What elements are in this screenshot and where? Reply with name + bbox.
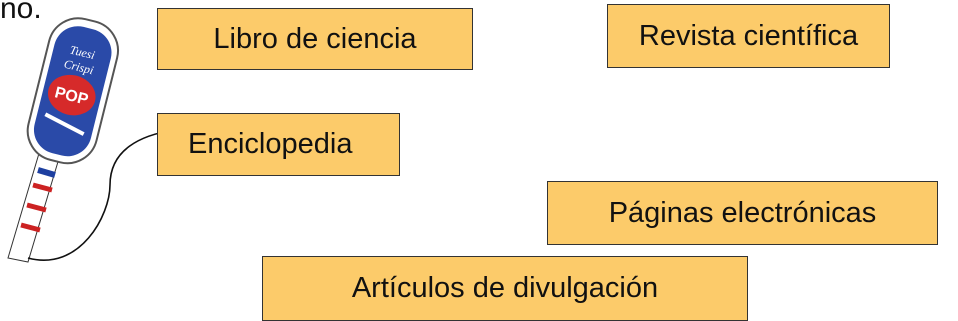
lollipop-illustration: POP Tuesi Crispi: [7, 17, 119, 263]
box-enciclopedia: Enciclopedia: [157, 113, 400, 176]
box-libro-de-ciencia: Libro de ciencia: [157, 8, 473, 70]
curved-arrow: [27, 129, 176, 261]
box-articulos-de-divulgacion: Artículos de divulgación: [262, 256, 748, 321]
box-revista-cientifica: Revista científica: [607, 4, 890, 68]
box-paginas-electronicas: Páginas electrónicas: [547, 181, 938, 245]
fragment-text: no.: [0, 0, 42, 25]
svg-text:Tuesi: Tuesi: [68, 43, 96, 63]
